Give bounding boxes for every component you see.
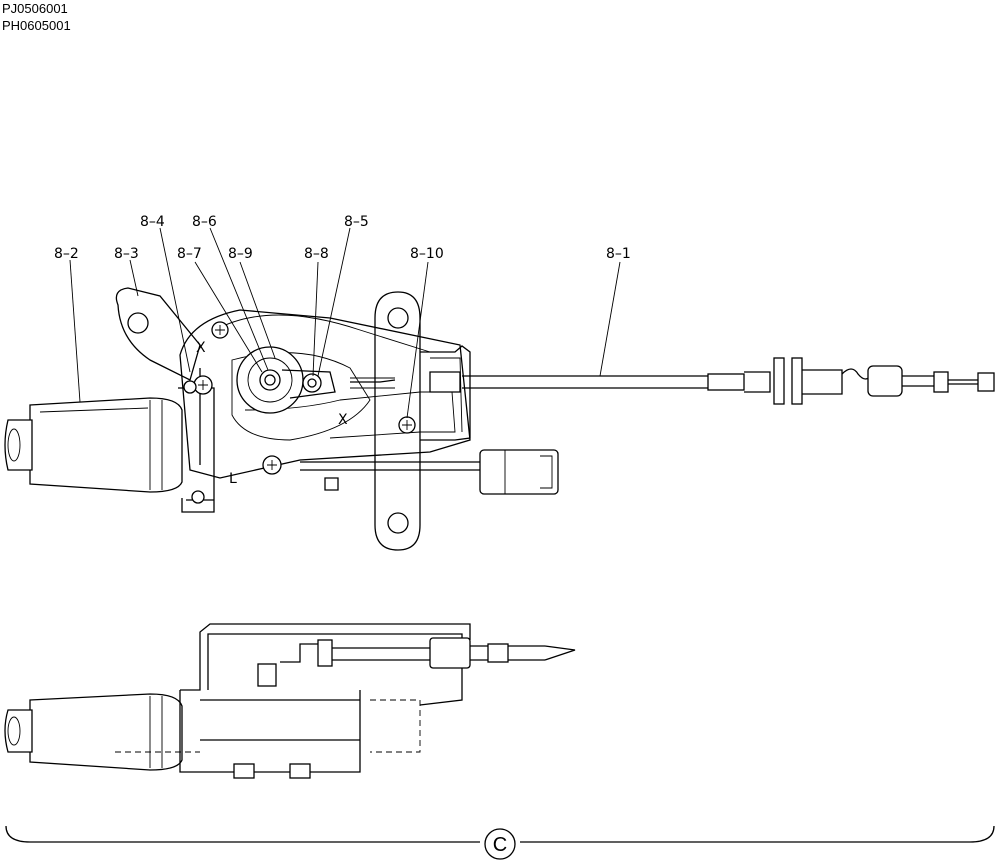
drawing-symbols: X X L xyxy=(196,340,348,487)
gear-housing xyxy=(178,309,471,513)
view-marker-label: C xyxy=(493,834,507,856)
cable-bracket xyxy=(420,345,471,441)
view-bracket: C xyxy=(5,825,995,860)
callout-8-2: 8–2 xyxy=(54,246,79,262)
callout-8-4: 8–4 xyxy=(140,214,165,230)
callout-8-6: 8–6 xyxy=(192,214,217,230)
callout-8-10: 8–10 xyxy=(410,246,444,262)
document-code-2: PH0605001 xyxy=(2,18,71,33)
cross-symbol-b: X xyxy=(338,412,348,428)
callout-8-1: 8–1 xyxy=(606,246,631,262)
document-codes: PJ0506001 PH0605001 xyxy=(2,0,71,34)
callout-8-7: 8–7 xyxy=(177,246,202,262)
cable-assembly xyxy=(350,357,995,405)
side-view xyxy=(4,623,576,779)
l-symbol: L xyxy=(229,471,237,487)
view-marker-circle xyxy=(484,828,516,860)
motor xyxy=(4,397,183,493)
wire-connector xyxy=(300,449,559,495)
callout-8-3: 8–3 xyxy=(114,246,139,262)
document-code-1: PJ0506001 xyxy=(2,1,68,16)
callout-8-8: 8–8 xyxy=(304,246,329,262)
callout-8-9: 8–9 xyxy=(228,246,253,262)
leader-lines xyxy=(69,227,621,419)
cross-symbol-a: X xyxy=(196,340,206,356)
bracket-left xyxy=(115,287,201,381)
callout-8-5: 8–5 xyxy=(344,214,369,230)
gear-and-bolts xyxy=(183,321,416,475)
top-view: X X L xyxy=(4,214,995,551)
callout-labels: 8–1 8–2 8–3 8–4 8–5 8–6 8–7 8–8 8–9 8–10 xyxy=(54,214,631,262)
